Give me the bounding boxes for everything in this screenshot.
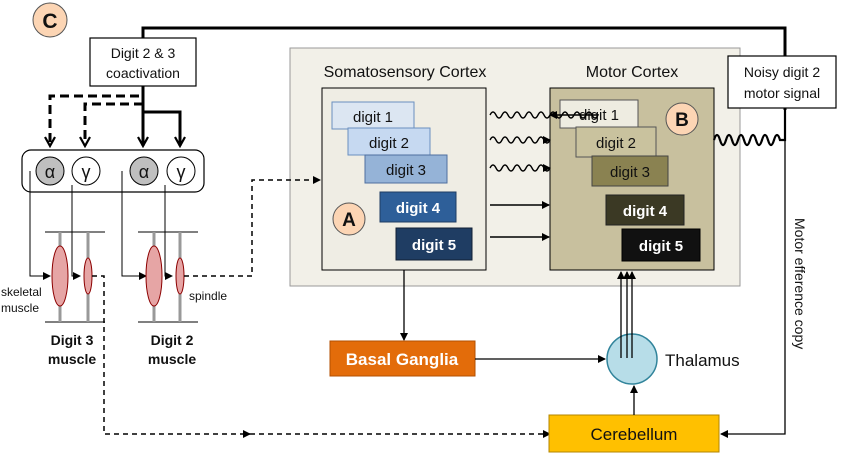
marker-a: [332, 202, 366, 236]
motor-digit3: [591, 155, 669, 187]
motor-digit4-label: digit 4: [623, 203, 668, 220]
motor-digit2-label: digit 2: [596, 135, 636, 152]
cortex-connections: [489, 111, 600, 241]
coactivation-arrows: [50, 86, 180, 146]
sensory-digit2: [347, 127, 431, 156]
motor-digit5: [621, 228, 701, 262]
motor-digit3-label: digit 3: [610, 164, 650, 181]
sensory-digit2-label: digit 2: [369, 135, 409, 152]
sensory-digit5: [395, 227, 473, 261]
cerebellum-label: Cerebellum: [591, 425, 678, 444]
afferent-dashed-lines: [92, 176, 551, 438]
efference-copy-label: Motor efference copy: [792, 218, 808, 349]
skeletal-label-line2: muscle: [1, 301, 39, 315]
digit3-muscle-line2: muscle: [48, 351, 96, 367]
alpha-label-digit3: α: [45, 162, 55, 182]
alpha-neuron-digit2: [129, 156, 159, 186]
panel-label-marker: [32, 2, 68, 38]
motor-digit4: [605, 194, 685, 226]
panel-label: C: [42, 10, 57, 33]
basal-ganglia-label: Basal Ganglia: [346, 350, 459, 369]
alpha-label-digit2: α: [139, 162, 149, 182]
coactivation-line1: Digit 2 & 3: [111, 45, 176, 61]
motor-digit1-label: digit 1: [579, 107, 619, 124]
marker-a-label: A: [342, 210, 356, 231]
digit3-muscle-diagram: [45, 231, 105, 323]
skeletal-label-line1: skeletal: [1, 285, 42, 299]
gamma-label-digit2: γ: [177, 162, 186, 182]
gamma-label-digit3: γ: [82, 162, 91, 182]
motor-digit5-label: digit 5: [639, 238, 683, 255]
sensory-digit4: [379, 191, 457, 223]
motor-neuron-row: [21, 149, 205, 193]
cerebellum-box: [548, 414, 720, 453]
marker-b: [665, 102, 699, 136]
thalamus-label: Thalamus: [665, 351, 740, 370]
noisy-signal-squiggle: [712, 110, 787, 147]
noisy-signal-line2: motor signal: [744, 85, 820, 101]
alpha-neuron-digit3: [35, 156, 65, 186]
marker-b-label: B: [675, 110, 689, 131]
neuron-muscle-lines: [29, 171, 173, 280]
noisy-signal-box: [727, 55, 837, 109]
digit2-muscle-line1: Digit 2: [151, 332, 194, 348]
spindle-label: spindle: [189, 289, 227, 303]
digit2-muscle-diagram: [138, 231, 198, 323]
sensory-digit3-label: digit 3: [386, 162, 426, 179]
thalamus-to-motor-arrows: [617, 271, 636, 358]
sensory-digit4-label: digit 4: [396, 200, 441, 217]
sensory-digit3: [364, 154, 448, 184]
digit2-muscle-line2: muscle: [148, 351, 196, 367]
efference-copy-line: [720, 140, 786, 438]
sensory-digit5-label: digit 5: [412, 237, 456, 254]
sensory-digit1: [331, 101, 415, 130]
gamma-neuron-digit3: [71, 156, 101, 186]
motor-title: Motor Cortex: [586, 64, 678, 81]
noisy-signal-line1: Noisy digit 2: [744, 64, 820, 80]
digit3-muscle-line1: Digit 3: [51, 332, 94, 348]
somatosensory-title: Somatosensory Cortex: [324, 64, 487, 81]
sensory-digit1-label: digit 1: [353, 109, 393, 126]
gamma-neuron-digit2: [166, 156, 196, 186]
basal-ganglia-box: [329, 340, 476, 377]
coactivation-line2: coactivation: [106, 65, 180, 81]
motor-digit1: [559, 99, 639, 129]
